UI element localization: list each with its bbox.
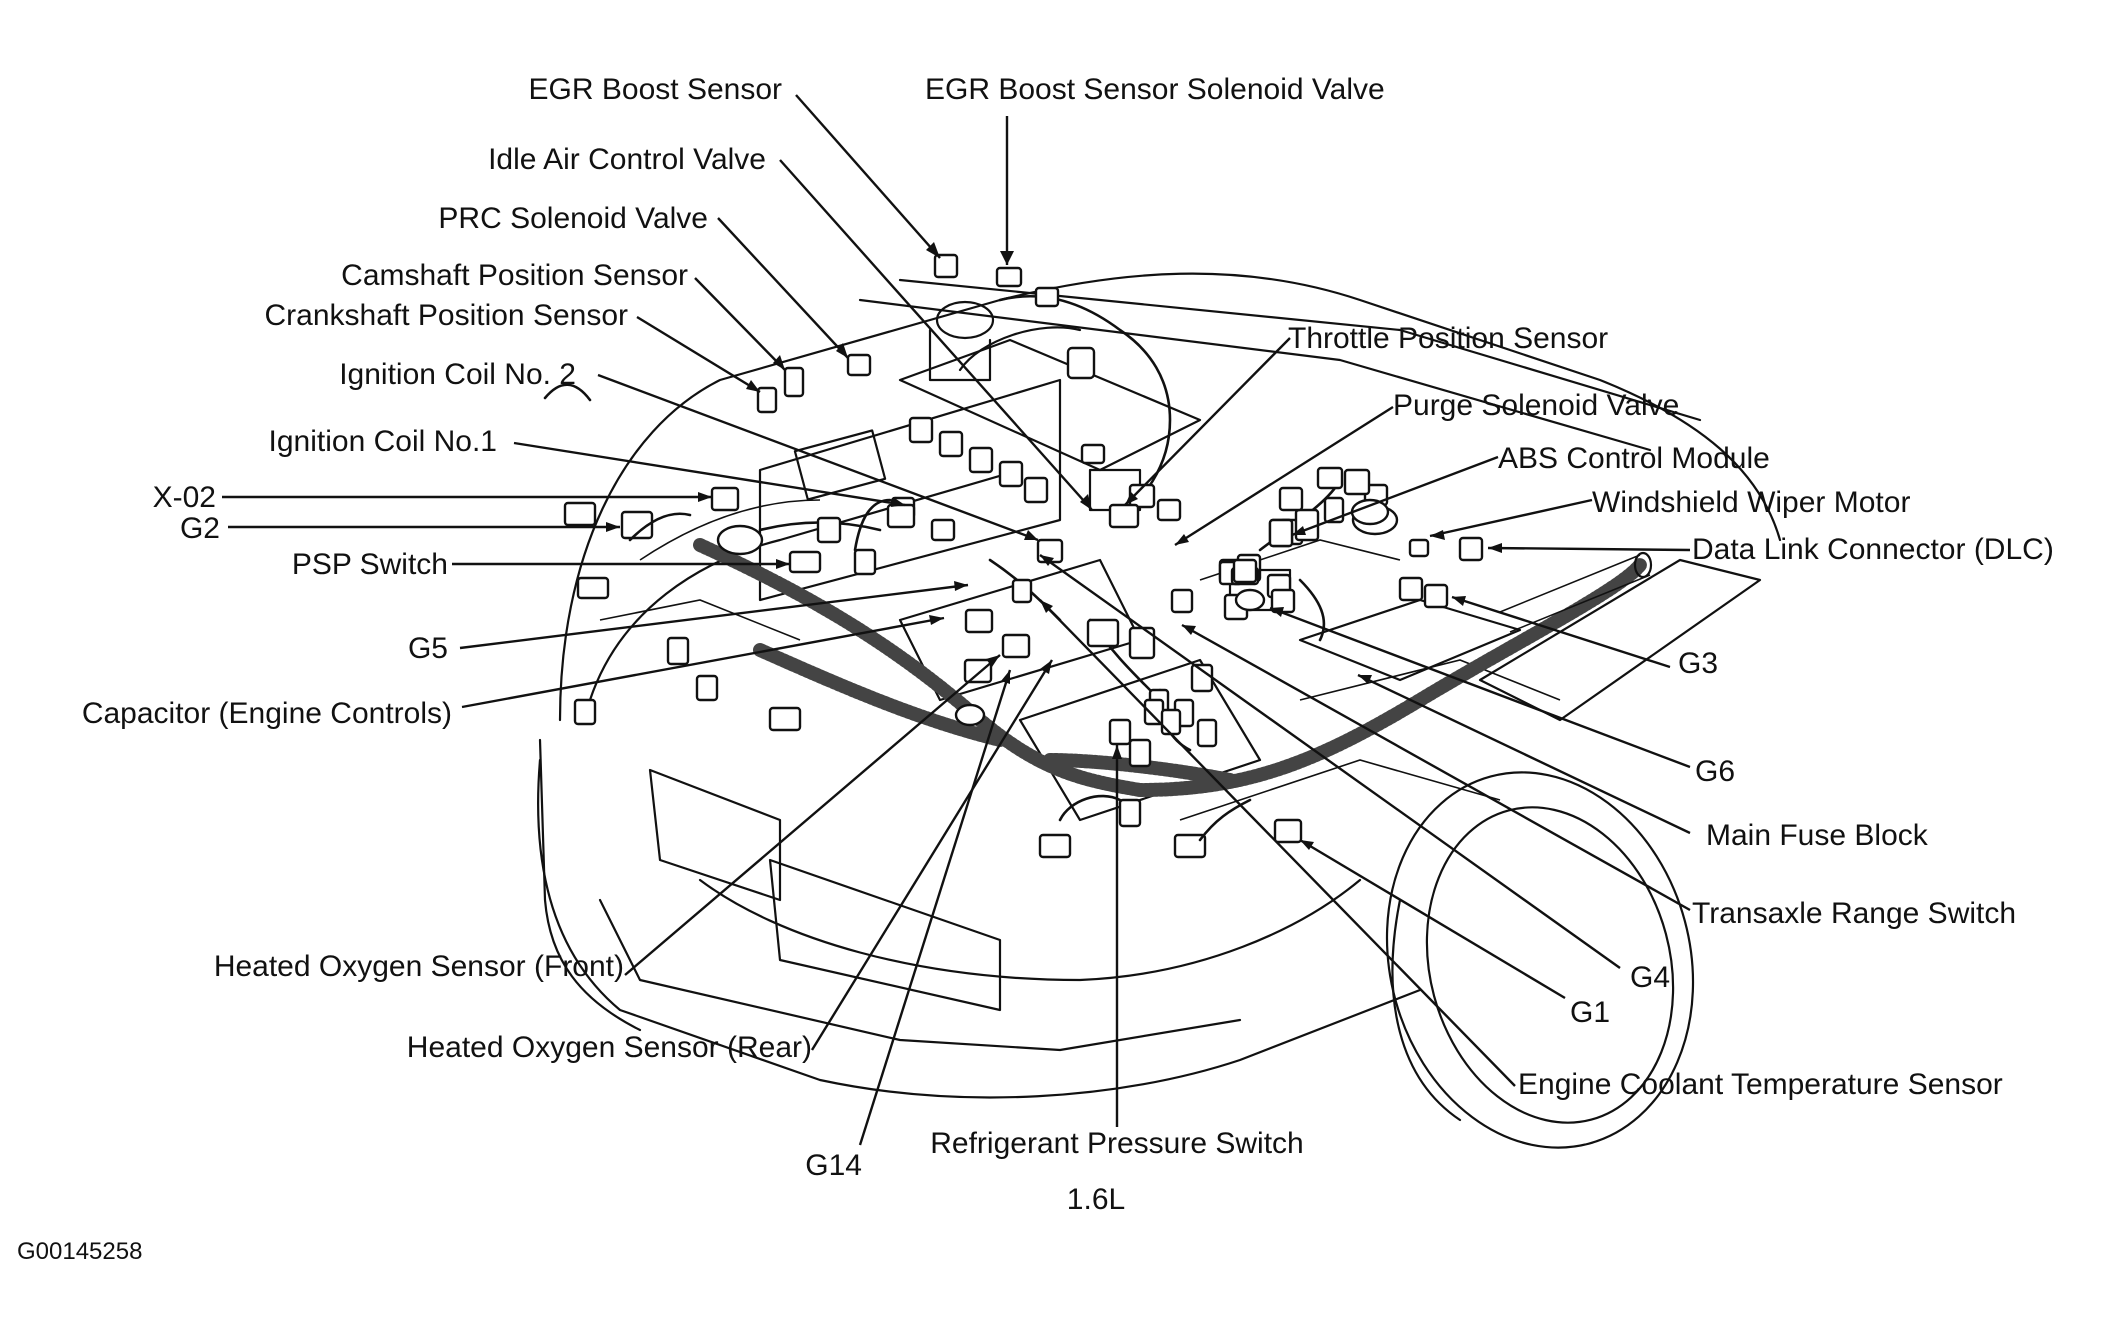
engine-size-caption: 1.6L [1067,1183,1125,1216]
leader-abs [1291,455,1499,537]
label-g14: G14 [805,1149,862,1182]
leader-capacitor [461,616,945,709]
leader-g6 [1269,606,1691,769]
label-g5: G5 [408,632,448,665]
label-prc-solenoid-valve: PRC Solenoid Valve [438,202,708,235]
label-abs-control-module: ABS Control Module [1498,442,1770,475]
leader-coolant [1039,599,1516,1087]
label-windshield-wiper-motor: Windshield Wiper Motor [1592,486,1910,519]
label-main-fuse-block: Main Fuse Block [1706,819,1929,852]
label-ignition-coil-no1: Ignition Coil No.1 [269,425,497,458]
label-egr-boost-sensor-solenoid-valve: EGR Boost Sensor Solenoid Valve [925,73,1385,106]
leader-ignition-coil-2 [597,373,1039,542]
leader-main-fuse [1357,673,1691,835]
label-refrigerant-pressure-switch: Refrigerant Pressure Switch [930,1127,1303,1160]
leader-transaxle [1181,623,1691,912]
label-x02: X-02 [153,481,216,514]
leader-g4 [1039,554,1621,969]
leader-ignition-coil-1 [513,441,906,507]
leader-heated-o2-front [624,654,1001,976]
leader-wiper [1429,498,1593,538]
figure-id: G00145258 [17,1238,142,1265]
leader-g14 [858,669,1012,1146]
label-camshaft-position-sensor: Camshaft Position Sensor [341,259,688,292]
leader-heated-o2-rear [810,659,1054,1051]
leader-g1 [1299,838,1566,1000]
leader-throttle [1124,337,1291,506]
label-g4: G4 [1630,961,1670,994]
leader-g5 [459,583,969,650]
leader-crankshaft [636,315,761,394]
label-purge-solenoid-valve: Purge Solenoid Valve [1393,389,1679,422]
leader-idle-air [779,159,1093,511]
label-g6: G6 [1695,755,1735,788]
label-g3: G3 [1678,647,1718,680]
label-idle-air-control-valve: Idle Air Control Valve [488,143,766,176]
label-engine-coolant-temperature-sensor: Engine Coolant Temperature Sensor [1518,1068,2003,1101]
label-egr-boost-sensor: EGR Boost Sensor [529,73,782,106]
label-throttle-position-sensor: Throttle Position Sensor [1288,322,1608,355]
label-psp-switch: PSP Switch [292,548,448,581]
leader-egr-boost-sensor [795,94,941,259]
leader-camshaft [694,277,786,371]
label-heated-o2-rear: Heated Oxygen Sensor (Rear) [407,1031,812,1064]
component-labels: EGR Boost Sensor EGR Boost Sensor Soleno… [17,73,2054,1265]
label-capacitor: Capacitor (Engine Controls) [82,697,452,730]
leader-lines [222,94,1691,1146]
label-g2: G2 [180,512,220,545]
leader-dlc [1487,546,1691,552]
leader-prc-solenoid [717,217,849,359]
label-g1: G1 [1570,996,1610,1029]
leader-purge [1174,405,1394,547]
label-heated-o2-front: Heated Oxygen Sensor (Front) [214,950,624,983]
connectors [543,253,1484,859]
label-ignition-coil-no2: Ignition Coil No. 2 [339,358,576,391]
label-transaxle-range-switch: Transaxle Range Switch [1692,897,2016,930]
leader-g3 [1451,595,1671,669]
label-crankshaft-position-sensor: Crankshaft Position Sensor [264,299,628,332]
label-data-link-connector: Data Link Connector (DLC) [1692,533,2054,566]
